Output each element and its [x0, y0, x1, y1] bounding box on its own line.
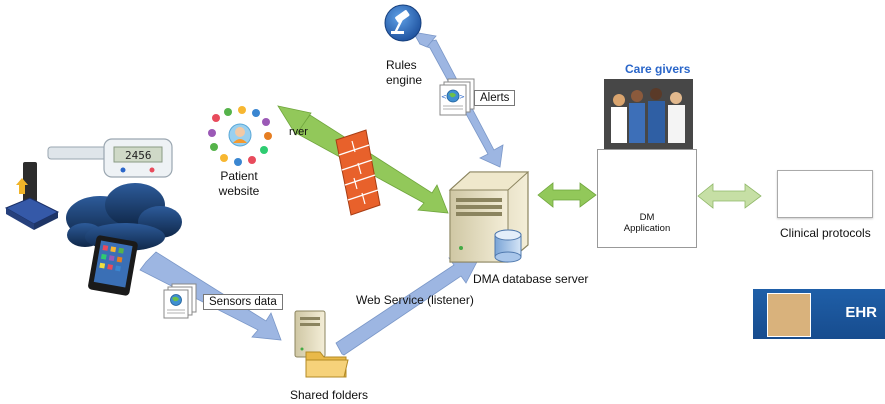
patient-website-label-line2: website — [218, 184, 260, 198]
svg-text:>: > — [459, 93, 465, 101]
alerts-doc-icon: < > — [439, 78, 475, 116]
shared-folders-label: Shared folders — [290, 388, 369, 402]
gavel-icon — [384, 4, 422, 42]
rules-engine-label-line1: Rules — [386, 58, 417, 72]
server-partial-label: rver — [289, 126, 308, 138]
rules-engine-label-line2: engine — [386, 73, 423, 87]
patient-website-icon — [208, 106, 272, 167]
smartphone-icon — [88, 235, 138, 296]
rules-engine-label: Rules engine — [386, 58, 422, 88]
clinical-protocols-frame — [777, 170, 873, 218]
shared-folders-icon — [294, 310, 349, 378]
dma-server-icon — [448, 171, 530, 263]
scale-device-icon — [4, 162, 60, 230]
dma-server-label: DMA database server — [473, 272, 589, 286]
firewall-icon — [335, 129, 381, 216]
alerts-label: Alerts — [474, 90, 516, 106]
svg-text:2456: 2456 — [125, 149, 152, 162]
server-dm-arrow — [537, 182, 597, 208]
ehr-banner: EHR — [753, 289, 885, 339]
cloud-icon — [66, 183, 182, 251]
glucometer-icon: 2456 — [47, 138, 173, 178]
ehr-label: EHR — [845, 304, 877, 321]
dm-application-box: DM Application — [597, 149, 697, 248]
svg-text:<: < — [441, 93, 447, 101]
sensors-data-label: Sensors data — [203, 294, 283, 310]
care-givers-photo — [604, 79, 693, 151]
dm-label-line2: Application — [623, 223, 671, 234]
web-service-label: Web Service (listener) — [356, 293, 474, 307]
clinical-protocols-label: Clinical protocols — [780, 226, 871, 240]
patient-website-label: Patient website — [213, 169, 265, 199]
care-givers-title: Care givers — [625, 62, 691, 76]
dm-clinical-arrow — [697, 183, 762, 209]
ehr-photo — [767, 293, 811, 337]
patient-website-label-line1: Patient — [220, 169, 258, 183]
sensors-doc-icon — [163, 283, 197, 319]
dm-label-line1: DM — [639, 212, 655, 223]
